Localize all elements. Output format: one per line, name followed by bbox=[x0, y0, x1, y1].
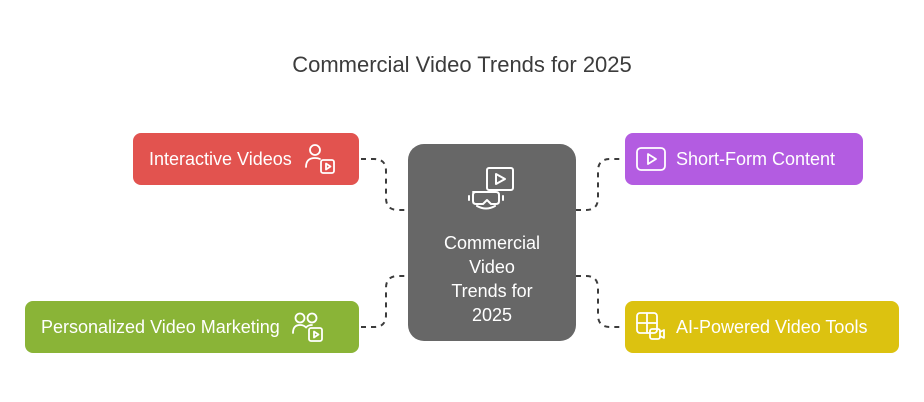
user-video-icon bbox=[304, 144, 335, 174]
connector-ai-tools bbox=[576, 275, 623, 328]
node-interactive-videos: Interactive Videos bbox=[133, 133, 359, 185]
central-topic: Commercial Video Trends for 2025 bbox=[408, 144, 576, 341]
connector-personalized bbox=[361, 275, 408, 328]
layout-camera-icon bbox=[636, 312, 665, 340]
central-topic-label: Commercial Video Trends for 2025 bbox=[443, 233, 540, 325]
connector-interactive bbox=[361, 158, 408, 211]
node-ai-powered-video-tools: AI-Powered Video Tools bbox=[625, 301, 899, 353]
node-personalized-video-marketing: Personalized Video Marketing bbox=[25, 301, 359, 353]
node-short-form-content: Short-Form Content bbox=[625, 133, 863, 185]
node-short-form-label: Short-Form Content bbox=[676, 148, 836, 169]
users-video-icon bbox=[291, 312, 323, 342]
connector-short-form bbox=[576, 158, 623, 211]
node-interactive-videos-label: Interactive Videos bbox=[149, 148, 292, 169]
diagram-title: Commercial Video Trends for 2025 bbox=[292, 52, 632, 77]
node-personalized-label: Personalized Video Marketing bbox=[41, 316, 280, 337]
vr-video-icon bbox=[467, 166, 517, 217]
node-ai-tools-label: AI-Powered Video Tools bbox=[676, 316, 868, 337]
play-icon bbox=[636, 147, 666, 171]
